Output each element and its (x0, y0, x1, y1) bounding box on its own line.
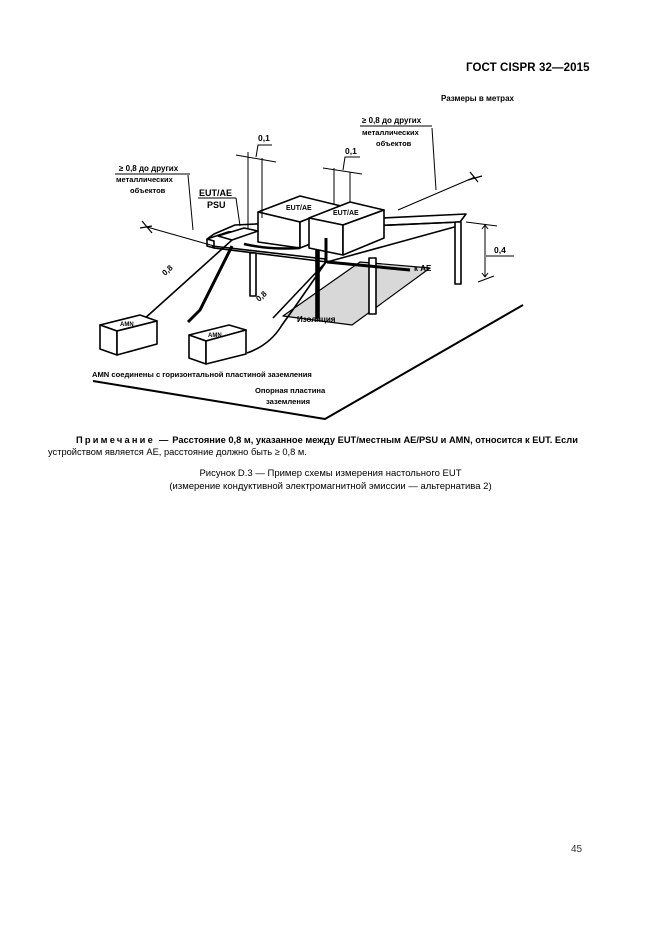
eut-ae-psu-bottom: PSU (207, 200, 226, 210)
dim-0-8-left: 0,8 (160, 263, 175, 277)
psu-box (217, 227, 259, 241)
eut-ae-psu-top: EUT/AE (199, 188, 232, 198)
dist-right-line2: металлических (362, 128, 420, 137)
note-dash: — (158, 435, 169, 445)
dim-0-4: 0,4 (494, 245, 506, 255)
dim-0-1-left: 0,1 (258, 133, 270, 143)
caption-line1: Рисунок D.3 — Пример схемы измерения нас… (199, 468, 462, 479)
table-leg (249, 252, 257, 297)
dist-left-line2: металлических (116, 175, 174, 184)
amn-bonded-label: AMN соединены с горизонтальной пластиной… (92, 370, 312, 379)
table-leg (454, 221, 462, 285)
page-number: 45 (571, 844, 583, 855)
eut-box-1-label: EUT/AE (286, 205, 312, 212)
to-ae-label: к AE (414, 264, 432, 273)
figure-caption: Рисунок D.3 — Пример схемы измерения нас… (0, 467, 661, 493)
standard-header: ГОСТ CISPR 32—2015 (466, 62, 590, 74)
table-leg (315, 249, 320, 319)
figure-note: Примечание—Расстояние 0,8 м, указанное м… (48, 434, 588, 458)
ground-plane-line1: Опорная пластина (255, 386, 326, 395)
note-bold-text: Расстояние 0,8 м, указанное между EUT/ме… (172, 435, 578, 445)
table-leg (368, 257, 377, 315)
amn-left-label: AMN (120, 322, 134, 328)
caption-line2: (измерение кондуктивной электромагнитной… (169, 481, 492, 492)
amn-right-label: AMN (208, 333, 222, 339)
dist-right-line1: ≥ 0,8 до других (362, 116, 422, 125)
insulation-label: Изоляция (297, 315, 336, 324)
dist-left-line1: ≥ 0,8 до других (119, 164, 179, 173)
ground-plane-line2: заземления (266, 397, 310, 406)
note-text: устройством является AE, расстояние долж… (48, 447, 307, 457)
dim-0-1-right: 0,1 (345, 146, 357, 156)
eut-box-2-label: EUT/AE (333, 210, 359, 217)
note-heading: Примечание (76, 435, 155, 445)
dist-left-line3: объектов (130, 186, 166, 195)
dist-right-line3: объектов (376, 139, 412, 148)
ground-plane-edge (92, 304, 524, 420)
cable (243, 242, 301, 250)
units-note: Размеры в метрах (441, 94, 514, 103)
